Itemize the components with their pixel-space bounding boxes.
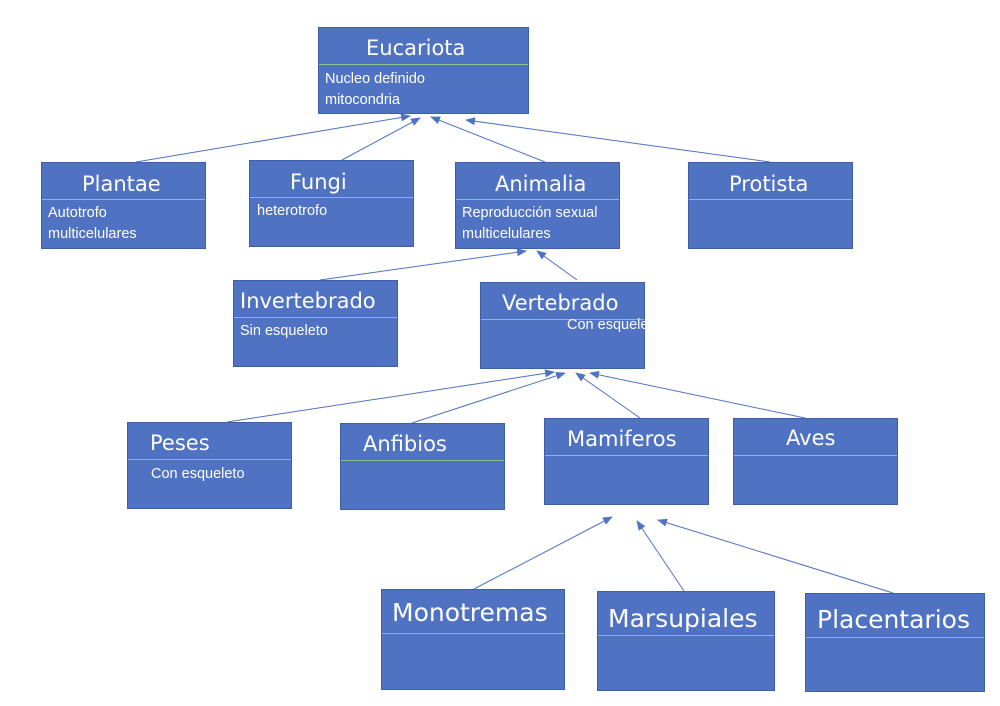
node-marsupiales-separator (598, 635, 774, 636)
node-plantae-separator (42, 199, 205, 200)
node-monotremas-title: Monotremas (392, 598, 548, 627)
node-plantae-desc: Autotrofo multicelulares (48, 205, 137, 242)
node-plantae-title: Plantae (82, 172, 161, 196)
node-placentarios-title: Placentarios (817, 605, 970, 634)
node-fungi: Fungi heterotrofo (249, 160, 414, 247)
node-peses-desc: Con esqueleto (151, 466, 245, 482)
node-aves-separator (734, 455, 897, 456)
node-animalia-separator (456, 199, 619, 200)
node-placentarios: Placentarios (805, 593, 985, 692)
link-invertebrado-animalia (319, 248, 527, 281)
node-mamiferos-title: Mamiferos (567, 427, 677, 451)
node-plantae: Plantae Autotrofo multicelulares (41, 162, 206, 249)
node-mamiferos: Mamiferos (544, 418, 709, 505)
link-fungi-eucariota (341, 117, 421, 161)
link-marsupiales-mamiferos (636, 520, 685, 592)
link-monotremas-mamiferos (473, 516, 613, 590)
node-anfibios: Anfibios (340, 423, 505, 510)
link-peses-vertebrado (226, 369, 555, 423)
node-marsupiales: Marsupiales (597, 591, 775, 691)
link-animalia-eucariota (430, 116, 546, 163)
link-plantae-eucariota (135, 113, 411, 163)
node-invertebrado-separator (234, 317, 397, 318)
node-monotremas: Monotremas (381, 589, 565, 690)
node-aves-title: Aves (786, 426, 836, 450)
node-animalia-desc: Reproducción sexual multicelulares (462, 205, 598, 242)
node-animalia-title: Animalia (495, 172, 587, 196)
link-aves-vertebrado (589, 370, 806, 419)
node-vertebrado-separator (481, 319, 644, 320)
node-eucariota: Eucariota Nucleo definido mitocondria (318, 27, 529, 114)
node-peses: Peses Con esqueleto (127, 422, 292, 509)
node-aves: Aves (733, 418, 898, 505)
node-anfibios-title: Anfibios (363, 432, 447, 456)
node-animalia: Animalia Reproducción sexual multicelula… (455, 162, 620, 249)
node-monotremas-separator (382, 633, 564, 634)
node-vertebrado-title: Vertebrado (502, 291, 619, 315)
link-mamiferos-vertebrado (575, 372, 641, 419)
link-anfibios-vertebrado (411, 371, 566, 424)
node-invertebrado-title: Invertebrado (240, 289, 376, 313)
node-fungi-title: Fungi (290, 170, 347, 194)
node-eucariota-desc: Nucleo definido mitocondria (325, 71, 425, 108)
node-peses-separator (128, 459, 291, 460)
link-placentarios-mamiferos (657, 518, 894, 594)
node-eucariota-title: Eucariota (366, 36, 466, 60)
node-protista: Protista (688, 162, 853, 249)
link-vertebrado-animalia (536, 250, 578, 281)
node-fungi-separator (250, 197, 413, 198)
node-fungi-desc: heterotrofo (257, 203, 328, 219)
node-peses-title: Peses (150, 431, 210, 455)
node-marsupiales-title: Marsupiales (608, 604, 758, 633)
node-vertebrado-desc: Con esqueleto (567, 317, 645, 333)
node-eucariota-separator (319, 64, 528, 65)
node-vertebrado: Vertebrado Con esqueleto (480, 282, 645, 369)
node-invertebrado: Invertebrado Sin esqueleto (233, 280, 398, 367)
node-protista-title: Protista (729, 172, 809, 196)
node-mamiferos-separator (545, 455, 708, 456)
link-protista-eucariota (465, 117, 771, 163)
node-protista-separator (689, 199, 852, 200)
node-anfibios-separator (341, 460, 504, 461)
node-placentarios-separator (806, 637, 984, 638)
node-invertebrado-desc: Sin esqueleto (240, 323, 328, 339)
